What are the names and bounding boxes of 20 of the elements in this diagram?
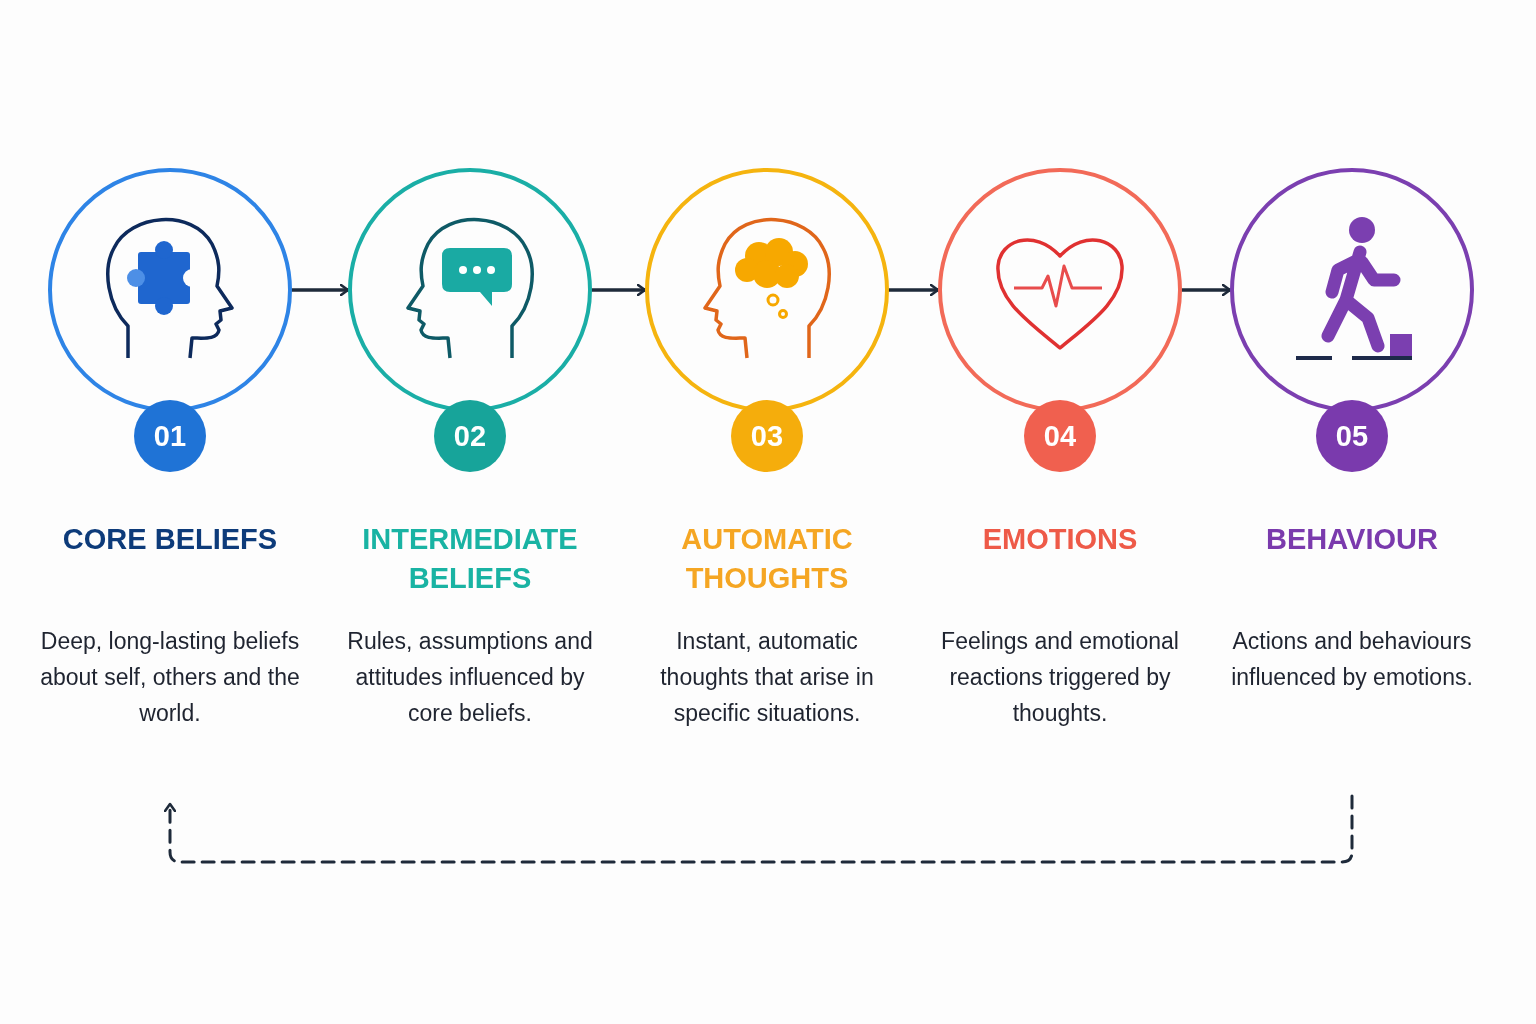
step-number: 01 xyxy=(134,400,206,472)
step-number: 05 xyxy=(1316,400,1388,472)
step-number: 04 xyxy=(1024,400,1096,472)
step-number: 02 xyxy=(434,400,506,472)
step-description: Feelings and emotional reactions triggered by thoughts. xyxy=(940,627,1180,728)
step-title: BEHAVIOUR xyxy=(1265,522,1439,557)
step-title: AUTOMATIC THOUGHTS xyxy=(680,522,854,596)
step-description: Rules, assumptions and attitudes influenced by core beliefs. xyxy=(346,627,594,728)
step-description: Deep, long-lasting beliefs about self, others and the world. xyxy=(39,627,301,728)
arrow xyxy=(590,283,647,297)
step-description: Instant, automatic thoughts that arise in specific situations. xyxy=(659,627,875,728)
step-title: CORE BELIEFS xyxy=(61,522,279,557)
arrow xyxy=(290,283,350,297)
step-number: 03 xyxy=(731,400,803,472)
step-description: Actions and behaviours influenced by emotions. xyxy=(1230,627,1474,692)
step-title: EMOTIONS xyxy=(981,522,1139,557)
dashed-feedback-arrow xyxy=(163,794,1354,864)
step-title: INTERMEDIATE BELIEFS xyxy=(361,522,579,596)
arrow xyxy=(1180,283,1232,297)
arrow xyxy=(887,283,940,297)
